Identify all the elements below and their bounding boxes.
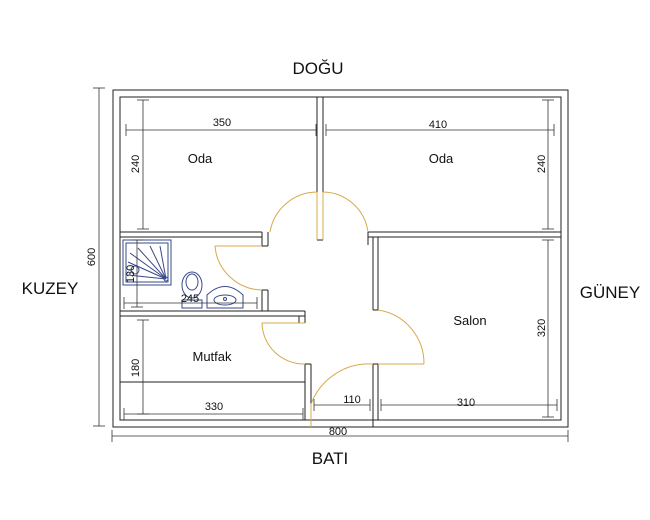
shower-icon [122, 239, 172, 286]
dim-salon-height [542, 239, 554, 418]
door-arc-room-left [269, 191, 318, 233]
dim-bath-width-text: 245 [181, 293, 199, 305]
dim-salon-width-text: 310 [457, 397, 475, 409]
dim-room-left-width [125, 124, 317, 136]
dim-room-right-height [542, 99, 554, 230]
dim-salon-width [380, 399, 558, 411]
dim-room-left-width-text: 350 [213, 117, 231, 129]
dim-total-height [93, 87, 105, 427]
dim-total-width [111, 430, 569, 442]
dim-entry-width [313, 399, 371, 411]
bath-walls [120, 289, 306, 324]
door-arc-kitchen [261, 322, 306, 365]
toilet-icon [181, 271, 203, 309]
door-arc-room-right [322, 191, 369, 233]
kitchen-label: Mutfak [192, 349, 232, 364]
dim-room-right-height-text: 240 [536, 155, 548, 173]
doors [214, 191, 425, 427]
dim-salon-height-text: 320 [536, 319, 548, 337]
dim-kitchen-height-text: 180 [130, 359, 142, 377]
dim-room-right-width [325, 124, 555, 136]
dim-room-left-height [137, 99, 149, 230]
compass-south-label: GÜNEY [580, 283, 640, 302]
dim-total-height-text: 600 [86, 248, 98, 266]
dim-bath-width [123, 297, 258, 309]
dim-bath-height [131, 239, 143, 308]
compass-north-label: KUZEY [22, 279, 79, 298]
outer-wall-inner [119, 96, 562, 421]
dim-kitchen-width [123, 408, 304, 420]
compass-west-label: BATI [312, 449, 349, 468]
compass-east-label: DOĞU [293, 59, 344, 78]
door-arc-salon [377, 309, 425, 365]
room-right-walls [367, 231, 561, 245]
door-arc-bath [214, 245, 263, 291]
dim-room-left-height-text: 240 [130, 155, 142, 173]
room-left-label: Oda [188, 151, 213, 166]
dim-entry-width-text: 110 [343, 394, 361, 406]
dim-kitchen-width-text: 330 [205, 401, 223, 413]
salon-label: Salon [453, 313, 486, 328]
dim-bath-height-text: 130 [125, 265, 137, 283]
dim-room-right-width-text: 410 [429, 119, 447, 131]
dim-total-width-text: 800 [329, 426, 347, 438]
salon-walls [372, 237, 379, 427]
kitchen-walls [120, 363, 312, 427]
sink-icon [206, 286, 244, 309]
door-arc-entry [310, 363, 374, 405]
room-right-label: Oda [429, 151, 454, 166]
outer-wall-outer [112, 89, 569, 428]
